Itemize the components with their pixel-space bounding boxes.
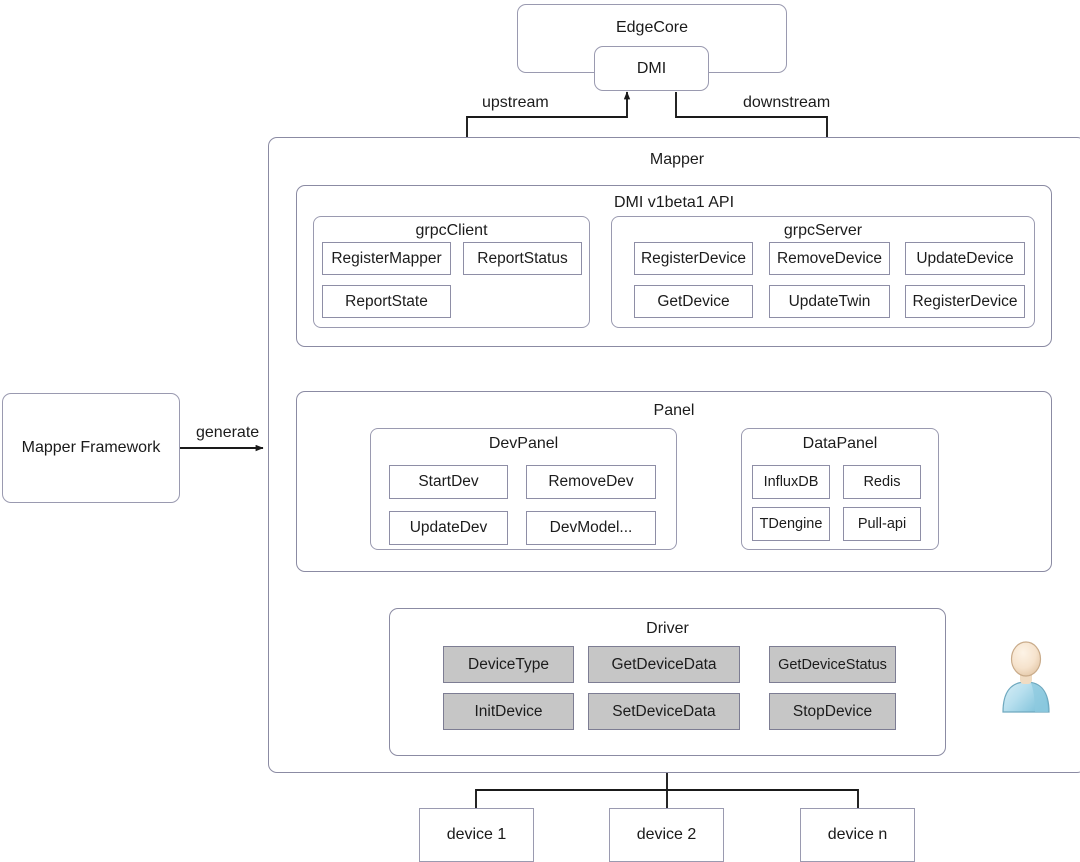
label: UpdateDev <box>409 519 488 536</box>
device-box-1: device 1 <box>419 808 534 862</box>
label: RegisterMapper <box>331 249 442 267</box>
dev-panel-method-dev-model[interactable]: DevModel... <box>526 511 656 545</box>
label: RemoveDev <box>548 473 634 490</box>
dev-panel-method-start-dev[interactable]: StartDev <box>389 465 508 499</box>
device-box-2: device 2 <box>609 808 724 862</box>
label: InitDevice <box>474 702 543 720</box>
label: UpdateDevice <box>916 249 1014 267</box>
label: RegisterDevice <box>912 292 1018 310</box>
label: DevModel... <box>549 519 633 536</box>
grpc-server-title: grpcServer <box>783 222 863 239</box>
driver-method-get-device-data[interactable]: GetDeviceData <box>588 646 740 683</box>
connector-device1-up <box>475 789 667 808</box>
data-panel-method-redis[interactable]: Redis <box>843 465 921 499</box>
dmi-label: DMI <box>636 59 667 77</box>
user-icon-svg <box>1002 641 1050 713</box>
dev-panel-method-update-dev[interactable]: UpdateDev <box>389 511 508 545</box>
grpc-server-method-get-device[interactable]: GetDevice <box>634 285 753 318</box>
label: GetDeviceData <box>611 655 717 673</box>
user-person-icon <box>995 638 1057 714</box>
device-box-n: device n <box>800 808 915 862</box>
label: ReportState <box>345 292 428 310</box>
driver-method-init-device[interactable]: InitDevice <box>443 693 574 730</box>
label: SetDeviceData <box>612 702 716 720</box>
data-panel-title: DataPanel <box>802 435 878 452</box>
device-label: device 1 <box>446 826 507 843</box>
dmi-api-title: DMI v1beta1 API <box>613 194 735 211</box>
label: StopDevice <box>792 702 873 720</box>
label: TDengine <box>759 516 823 532</box>
grpc-client-method-report-status[interactable]: ReportStatus <box>463 242 582 275</box>
panel-title: Panel <box>653 402 695 419</box>
label: GetDeviceStatus <box>778 656 887 673</box>
label: RegisterDevice <box>640 249 747 267</box>
dev-panel-method-remove-dev[interactable]: RemoveDev <box>526 465 656 499</box>
mapper-title: Mapper <box>649 151 705 168</box>
mapper-framework-box: Mapper Framework <box>2 393 180 503</box>
grpc-server-method-register-device-2[interactable]: RegisterDevice <box>905 285 1025 318</box>
grpc-server-method-remove-device[interactable]: RemoveDevice <box>769 242 890 275</box>
label: StartDev <box>418 473 479 490</box>
edgecore-title: EdgeCore <box>615 19 689 36</box>
label: Pull-api <box>857 516 907 532</box>
upstream-label: upstream <box>482 94 549 111</box>
downstream-label: downstream <box>743 94 831 111</box>
grpc-server-method-register-device[interactable]: RegisterDevice <box>634 242 753 275</box>
generate-label: generate <box>196 424 260 441</box>
driver-method-device-type[interactable]: DeviceType <box>443 646 574 683</box>
label: InfluxDB <box>763 474 819 490</box>
label: GetDevice <box>657 292 730 310</box>
driver-method-get-device-status[interactable]: GetDeviceStatus <box>769 646 896 683</box>
device-label: device 2 <box>636 826 697 843</box>
mapper-framework-label: Mapper Framework <box>21 439 161 456</box>
connector-devicen-up <box>667 789 859 808</box>
label: DeviceType <box>468 655 549 673</box>
driver-title: Driver <box>646 620 689 637</box>
grpc-server-method-update-device[interactable]: UpdateDevice <box>905 242 1025 275</box>
dmi-box[interactable]: DMI <box>594 46 709 91</box>
driver-method-stop-device[interactable]: StopDevice <box>769 693 896 730</box>
label: ReportStatus <box>477 249 568 267</box>
grpc-client-title: grpcClient <box>415 222 488 239</box>
driver-method-set-device-data[interactable]: SetDeviceData <box>588 693 740 730</box>
label: RemoveDevice <box>776 249 883 267</box>
data-panel-method-tdengine[interactable]: TDengine <box>752 507 830 541</box>
data-panel-method-influxdb[interactable]: InfluxDB <box>752 465 830 499</box>
label: UpdateTwin <box>788 292 871 310</box>
dev-panel-title: DevPanel <box>488 435 559 452</box>
label: Redis <box>863 474 901 490</box>
device-label: device n <box>827 826 888 843</box>
grpc-server-method-update-twin[interactable]: UpdateTwin <box>769 285 890 318</box>
grpc-client-method-register-mapper[interactable]: RegisterMapper <box>322 242 451 275</box>
data-panel-method-pull-api[interactable]: Pull-api <box>843 507 921 541</box>
grpc-client-method-report-state[interactable]: ReportState <box>322 285 451 318</box>
